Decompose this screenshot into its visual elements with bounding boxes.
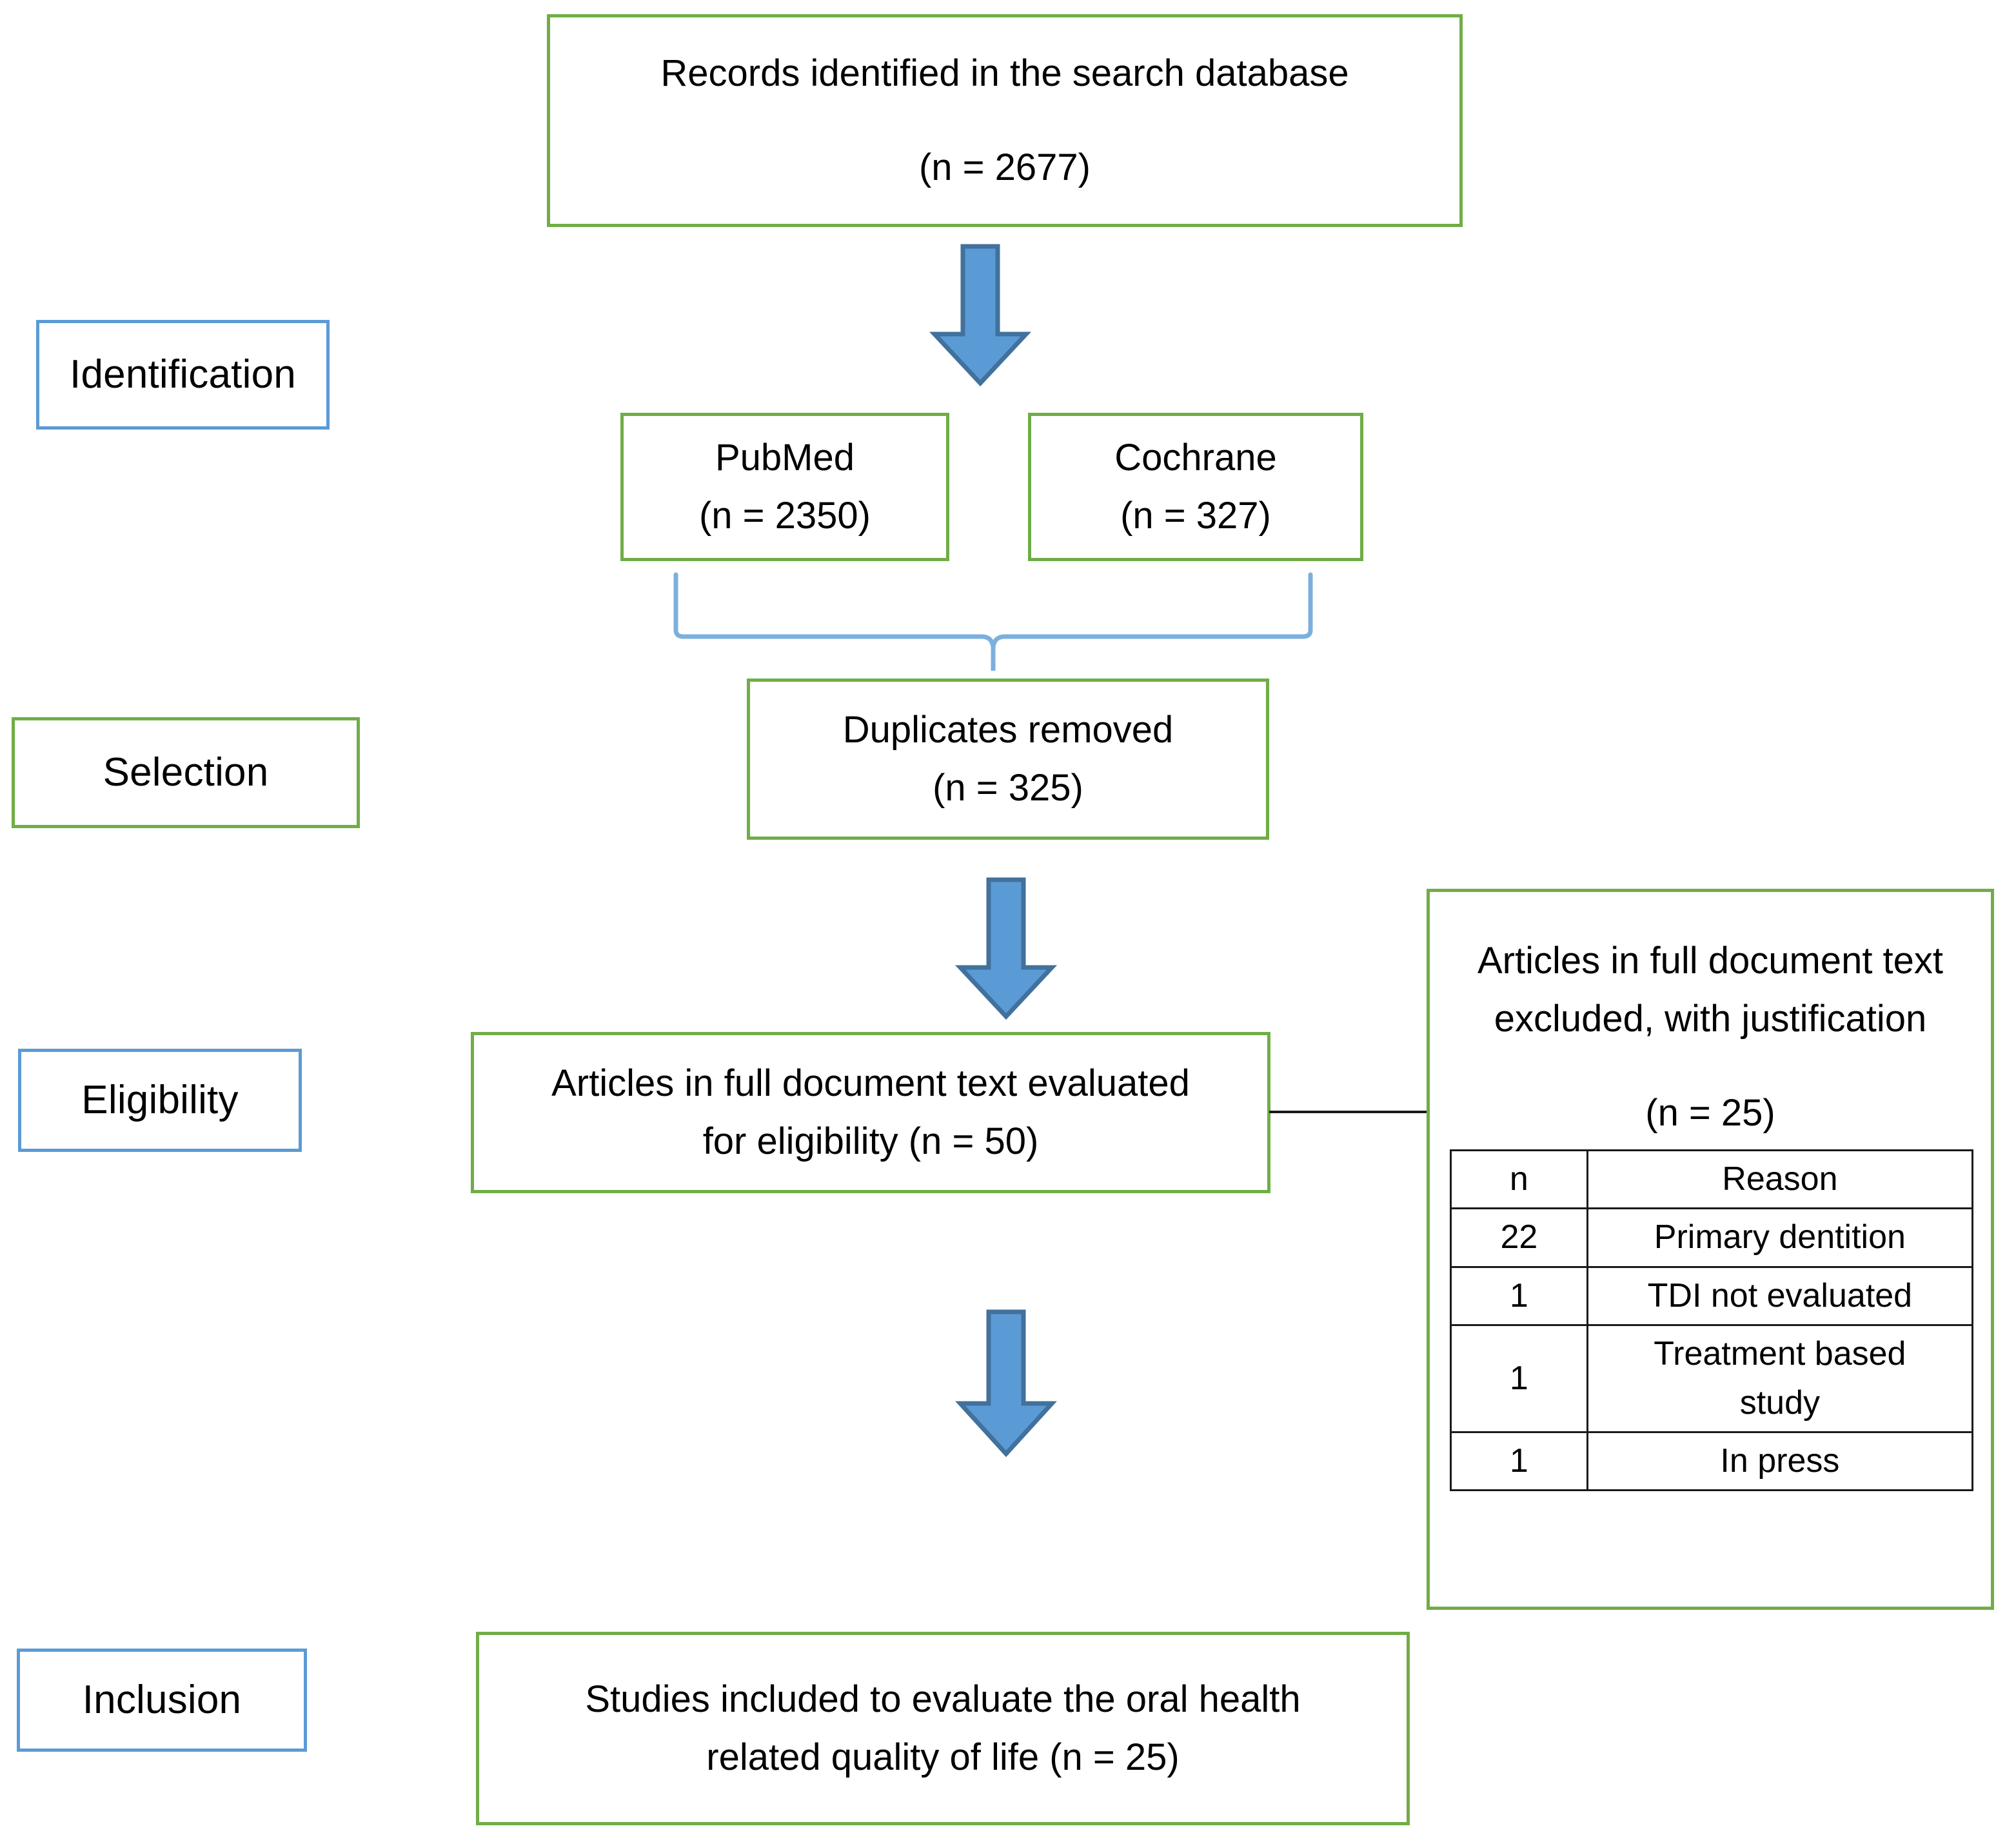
excluded-line3: (n = 25) bbox=[1645, 1091, 1775, 1134]
excluded-line2: excluded, with justification bbox=[1494, 997, 1927, 1040]
table-row: 1 In press bbox=[1450, 1431, 1974, 1492]
arrow-down-icon-3 bbox=[948, 1309, 1064, 1458]
table-row: 22 Primary dentition bbox=[1450, 1207, 1974, 1268]
records-line1: Records identified in the search databas… bbox=[660, 52, 1349, 95]
included-line1: Studies included to evaluate the oral he… bbox=[585, 1678, 1301, 1721]
inclusion-label: Inclusion bbox=[82, 1677, 242, 1722]
cell-n: 22 bbox=[1450, 1207, 1588, 1268]
stage-label-eligibility: Eligibility bbox=[18, 1049, 302, 1152]
curly-brace-icon bbox=[664, 571, 1322, 674]
eligibility-eval-line1: Articles in full document text evaluated bbox=[551, 1062, 1190, 1105]
cell-n: 1 bbox=[1450, 1265, 1588, 1327]
node-records-identified: Records identified in the search databas… bbox=[547, 14, 1463, 227]
node-eligibility-evaluated: Articles in full document text evaluated… bbox=[471, 1032, 1270, 1193]
selection-label: Selection bbox=[103, 749, 269, 795]
included-line2: related quality of life (n = 25) bbox=[706, 1736, 1180, 1778]
eligibility-eval-line2: for eligibility (n = 50) bbox=[702, 1120, 1039, 1162]
excluded-text-block: Articles in full document text excluded,… bbox=[1430, 932, 1991, 1142]
cell-reason: Treatment based study bbox=[1586, 1324, 1974, 1433]
cell-n: 1 bbox=[1450, 1324, 1588, 1433]
duplicates-line2: (n = 325) bbox=[933, 767, 1083, 809]
table-header-row: n Reason bbox=[1450, 1149, 1974, 1210]
cell-n: 1 bbox=[1450, 1431, 1588, 1492]
connector-eligibility-to-excluded bbox=[1269, 1111, 1437, 1113]
node-studies-included: Studies included to evaluate the oral he… bbox=[476, 1632, 1410, 1825]
stage-label-identification: Identification bbox=[36, 320, 330, 430]
identification-label: Identification bbox=[70, 352, 296, 397]
header-n: n bbox=[1450, 1149, 1588, 1210]
pubmed-line2: (n = 2350) bbox=[698, 495, 871, 537]
header-reason: Reason bbox=[1586, 1149, 1974, 1210]
cochrane-line1: Cochrane bbox=[1114, 437, 1277, 479]
stage-label-selection: Selection bbox=[12, 717, 360, 828]
node-pubmed: PubMed (n = 2350) bbox=[620, 413, 949, 561]
records-line2: (n = 2677) bbox=[918, 146, 1091, 188]
stage-label-inclusion: Inclusion bbox=[17, 1649, 307, 1752]
table-row: 1 Treatment based study bbox=[1450, 1324, 1974, 1433]
node-duplicates-removed: Duplicates removed (n = 325) bbox=[747, 679, 1269, 840]
cell-reason: In press bbox=[1586, 1431, 1974, 1492]
cell-reason: TDI not evaluated bbox=[1586, 1265, 1974, 1327]
excluded-line1: Articles in full document text bbox=[1477, 940, 1944, 982]
exclusion-reasons-table: n Reason 22 Primary dentition 1 TDI not … bbox=[1450, 1149, 1974, 1492]
pubmed-line1: PubMed bbox=[715, 437, 855, 479]
table-row: 1 TDI not evaluated bbox=[1450, 1265, 1974, 1327]
cochrane-line2: (n = 327) bbox=[1120, 495, 1271, 537]
node-cochrane: Cochrane (n = 327) bbox=[1028, 413, 1363, 561]
eligibility-label: Eligibility bbox=[81, 1077, 239, 1122]
arrow-down-icon-2 bbox=[948, 877, 1064, 1020]
arrow-down-icon-1 bbox=[922, 244, 1038, 387]
cell-reason: Primary dentition bbox=[1586, 1207, 1974, 1268]
duplicates-line1: Duplicates removed bbox=[842, 709, 1174, 751]
